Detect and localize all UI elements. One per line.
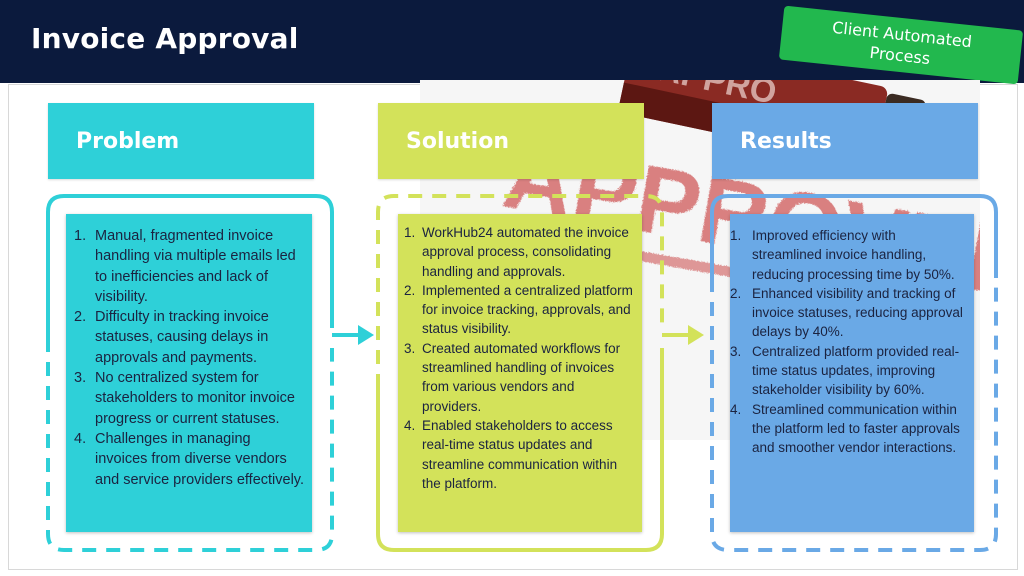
- results-list: 1.Improved efficiency with streamlined i…: [730, 226, 968, 458]
- list-item: 2.Enhanced visibility and tracking of in…: [730, 285, 963, 340]
- solution-frame: [376, 194, 664, 552]
- solution-heading-label: Solution: [406, 128, 509, 154]
- problem-frame: [46, 194, 334, 552]
- page-title: Invoice Approval: [31, 22, 299, 55]
- results-frame: [710, 194, 998, 552]
- problem-heading: Problem: [48, 103, 314, 179]
- list-item: 4.Challenges in managing invoices from d…: [74, 430, 305, 488]
- list-item: 3.Created automated workflows for stream…: [404, 340, 621, 414]
- arrow-right-icon: [332, 325, 374, 345]
- list-item: 1.WorkHub24 automated the invoice approv…: [404, 225, 629, 279]
- results-content: 1.Improved efficiency with streamlined i…: [730, 214, 974, 532]
- problem-heading-label: Problem: [76, 128, 180, 154]
- list-item: 3.Centralized platform provided real-tim…: [730, 343, 960, 398]
- list-item: 3.No centralized system for stakeholders…: [74, 370, 295, 427]
- list-item: 4.Enabled stakeholders to access real-ti…: [404, 417, 618, 491]
- list-item: 2.Difficulty in tracking invoice statuse…: [74, 309, 269, 366]
- list-item: 2.Implemented a centralized platform for…: [404, 282, 633, 337]
- solution-content: 1.WorkHub24 automated the invoice approv…: [398, 214, 642, 532]
- arrow-right-icon: [662, 325, 704, 345]
- solution-list: 1.WorkHub24 automated the invoice approv…: [404, 223, 636, 493]
- problem-list: 1.Manual, fragmented invoice handling vi…: [74, 226, 306, 490]
- results-heading: Results: [712, 103, 978, 179]
- solution-heading: Solution: [378, 103, 644, 179]
- problem-content: 1.Manual, fragmented invoice handling vi…: [66, 214, 312, 532]
- list-item: 1.Improved efficiency with streamlined i…: [730, 228, 955, 282]
- list-item: 4.Streamlined communication within the p…: [730, 401, 960, 456]
- list-item: 1.Manual, fragmented invoice handling vi…: [74, 228, 296, 305]
- results-heading-label: Results: [740, 128, 832, 154]
